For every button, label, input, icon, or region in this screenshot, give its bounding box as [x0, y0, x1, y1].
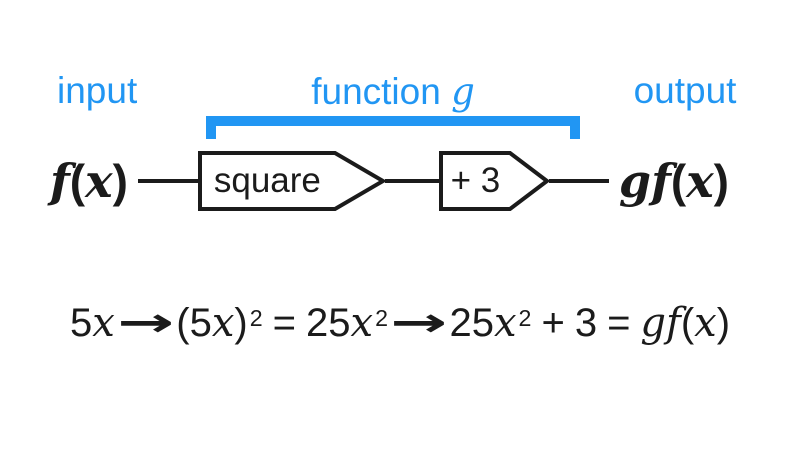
right-arrow-icon: → — [390, 300, 448, 346]
math-token-num: 5 — [189, 301, 212, 345]
math-token-op: = — [607, 301, 631, 345]
math-token-var: f — [50, 154, 70, 208]
math-token-var: x — [686, 154, 714, 208]
connector-line — [548, 179, 609, 183]
math-token-var: x — [493, 300, 517, 346]
math-token-var: x — [85, 154, 113, 208]
math-token-op: = — [272, 301, 296, 345]
math-token-num: ( — [680, 301, 695, 345]
pentagon-shape — [197, 151, 385, 211]
math-token-num: 25 — [449, 301, 494, 345]
square-function-box: square — [197, 151, 385, 211]
math-token-num: ) — [713, 155, 729, 207]
worked-example-equation: 5x→(5x)2=25x2→25x2+3=gf(x) — [0, 300, 800, 346]
math-token-num: ) — [112, 155, 128, 207]
math-token-plain: function — [311, 71, 452, 112]
math-token-num: ) — [716, 301, 731, 345]
math-token-var: f — [651, 154, 671, 208]
math-token-num: 3 — [574, 301, 598, 345]
math-token-num: ( — [670, 155, 687, 207]
input-label: input — [57, 70, 138, 111]
connector-line — [137, 179, 198, 183]
math-token-num: ( — [69, 155, 86, 207]
math-token-sup: 2 — [249, 305, 263, 332]
math-token-num: ( — [176, 301, 190, 345]
math-token-var: g — [451, 70, 475, 113]
output-expression: gf(x) — [619, 154, 729, 208]
math-token-num: 25 — [306, 301, 351, 345]
machine-row: f(x) square + 3 gf(x) — [50, 150, 729, 212]
pentagon-shape — [438, 151, 549, 211]
math-token-num: 5 — [69, 301, 93, 345]
square-box-label: square — [213, 161, 321, 200]
function-bracket — [206, 116, 580, 139]
math-token-var: x — [211, 300, 235, 346]
plus-3-function-box: + 3 — [438, 151, 549, 211]
math-token-num: ) — [234, 301, 248, 345]
math-token-sup: 2 — [375, 305, 388, 332]
math-token-var: x — [92, 300, 115, 346]
function-g-label: function g — [206, 70, 580, 113]
input-expression: f(x) — [50, 154, 128, 208]
math-token-var: x — [350, 300, 374, 346]
output-label: output — [633, 70, 737, 111]
math-token-sup: 2 — [518, 305, 532, 332]
math-token-var: x — [694, 300, 717, 346]
math-token-var: g — [618, 154, 652, 208]
plus-3-box-label: + 3 — [450, 161, 501, 200]
connector-line — [384, 179, 439, 183]
math-token-var: f — [666, 300, 681, 346]
math-token-op: + — [541, 301, 565, 345]
right-arrow-icon: → — [117, 300, 174, 346]
math-token-var: g — [640, 300, 667, 346]
